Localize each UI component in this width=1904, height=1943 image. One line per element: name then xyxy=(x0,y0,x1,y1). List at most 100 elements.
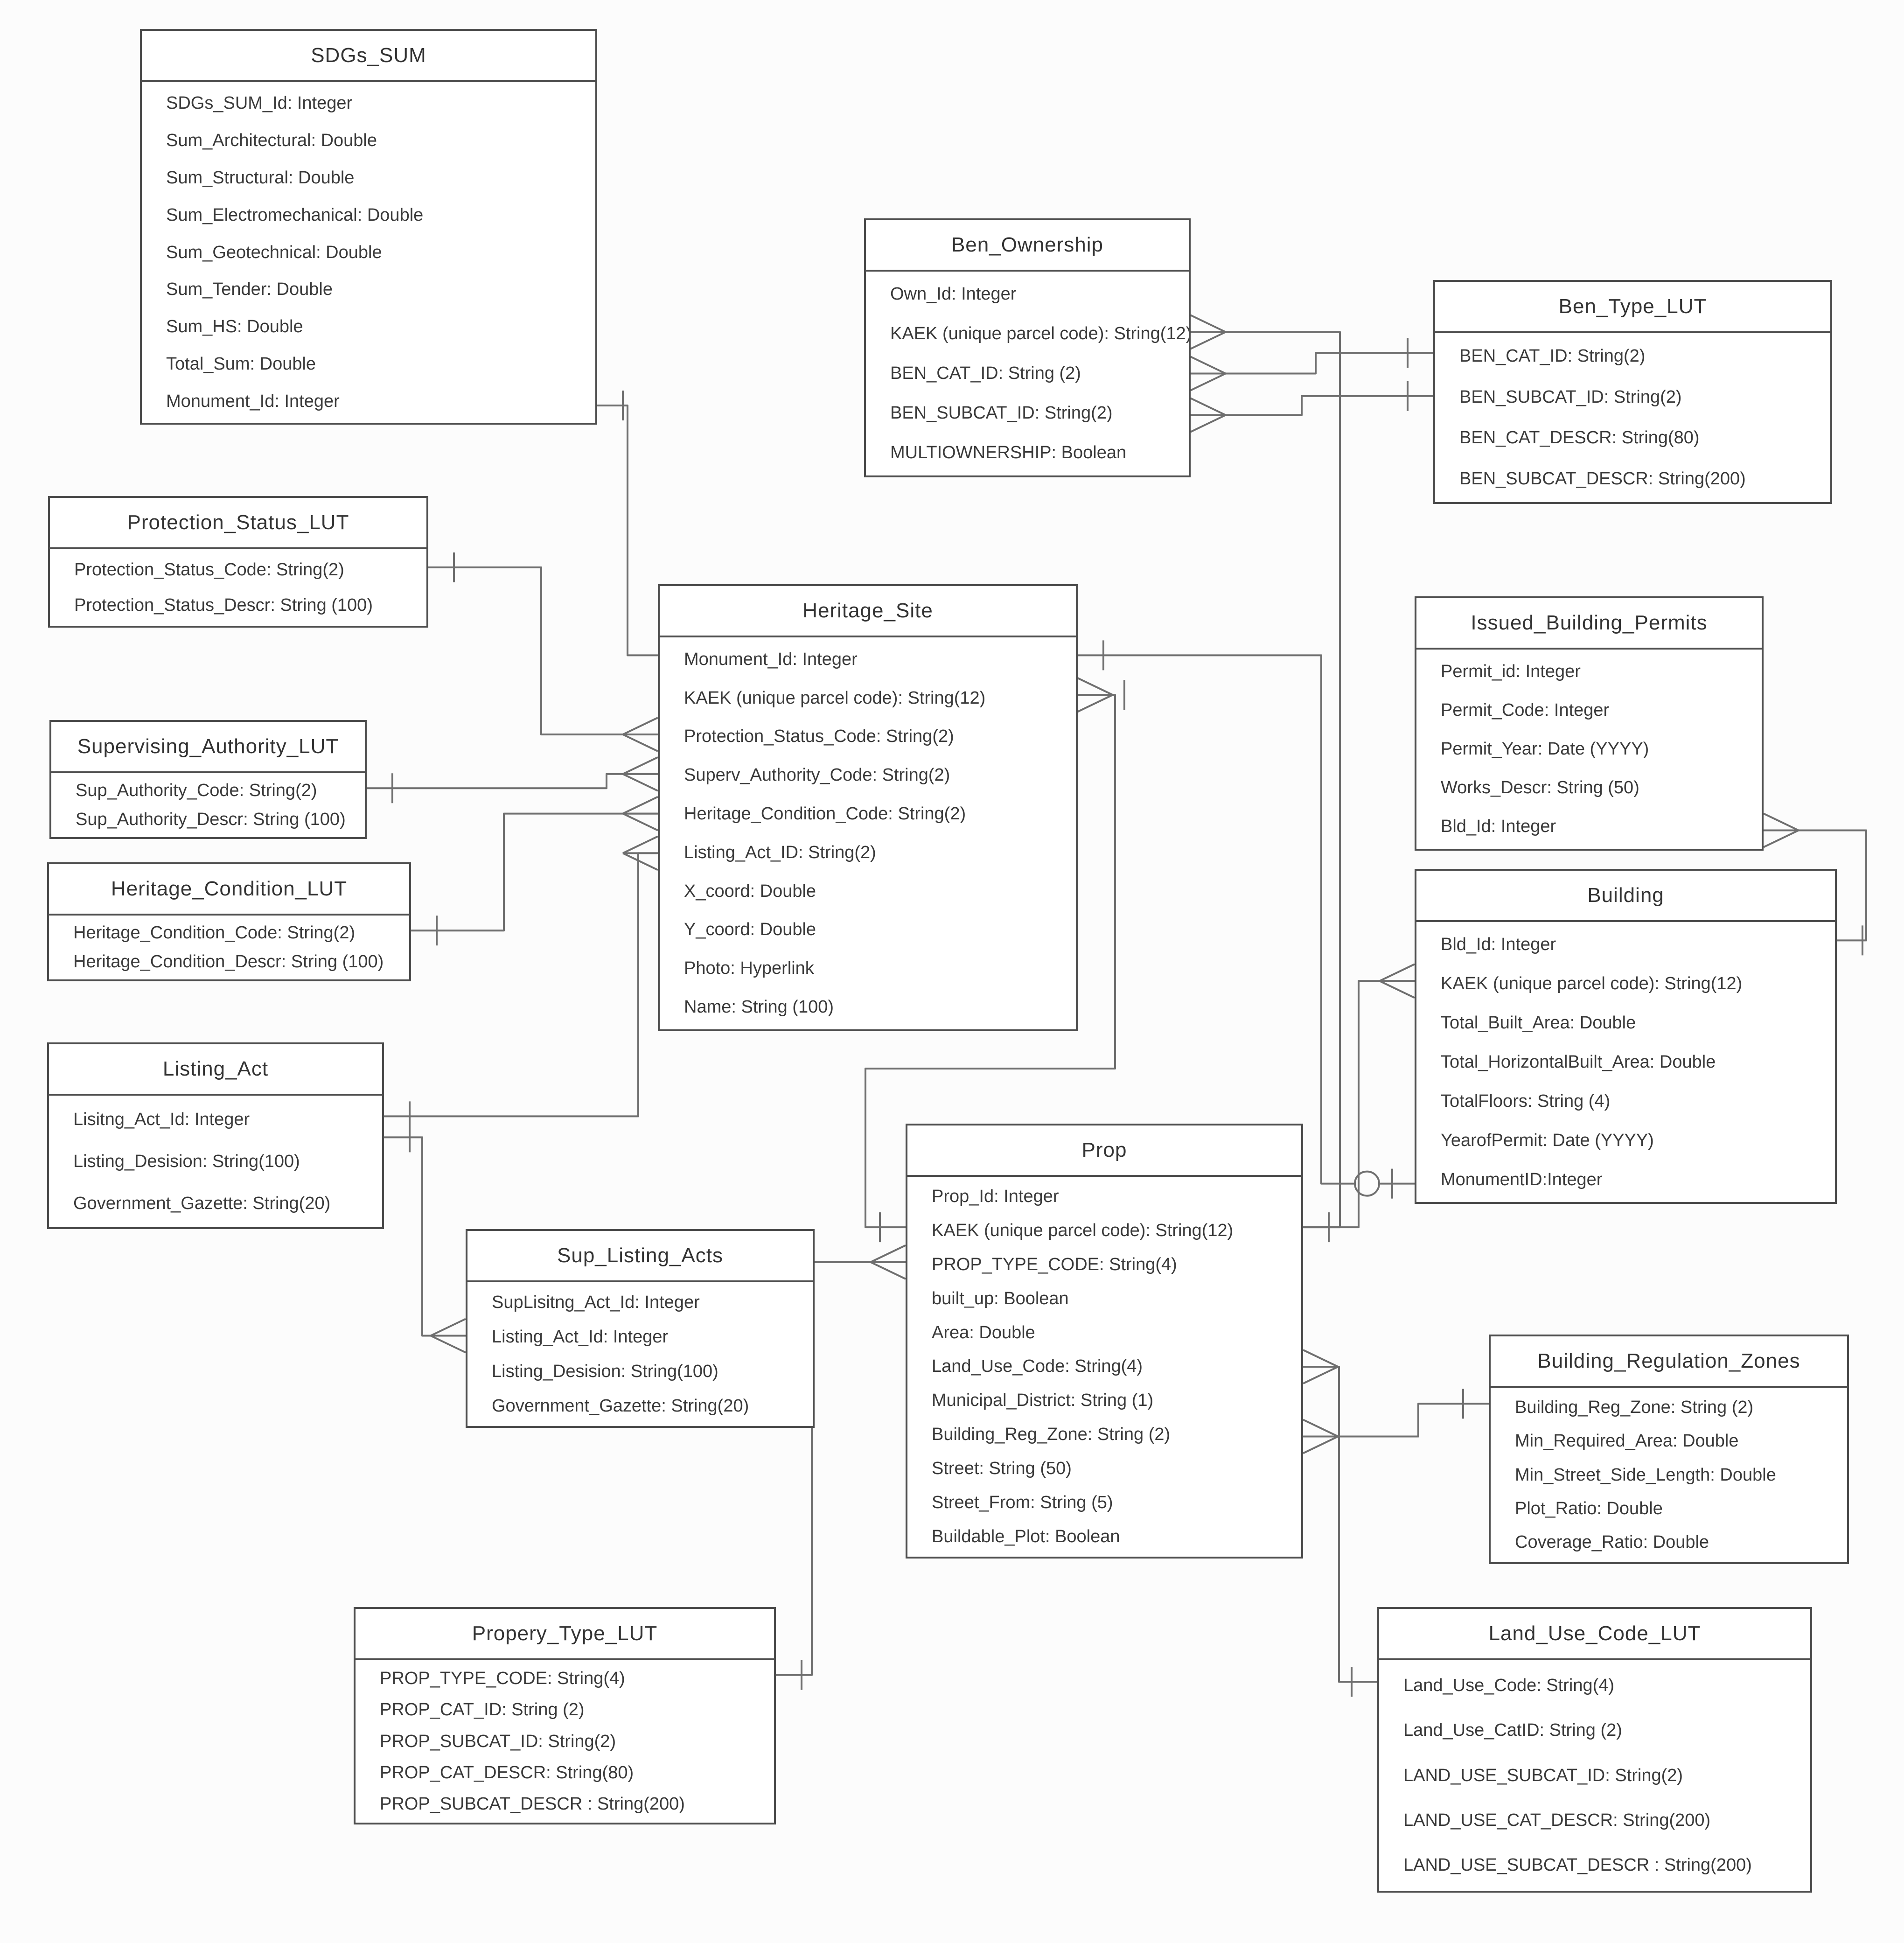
entity-title: Listing_Act xyxy=(49,1044,382,1096)
field-row: Listing_Act_Id: Integer xyxy=(492,1327,669,1347)
field-row: PROP_SUBCAT_ID: String(2) xyxy=(380,1731,616,1751)
field-row: Heritage_Condition_Code: String(2) xyxy=(684,804,966,824)
field-row: Bld_Id: Integer xyxy=(1441,817,1556,836)
entity-title: Ben_Type_LUT xyxy=(1435,282,1830,333)
field-row: Protection_Status_Code: String(2) xyxy=(74,559,344,580)
connector-heritage-monument-to-building-monument xyxy=(1078,640,1415,1199)
field-row: Own_Id: Integer xyxy=(890,284,1017,304)
field-row: Building_Reg_Zone: String (2) xyxy=(932,1425,1171,1445)
field-row: Total_Sum: Double xyxy=(166,354,316,374)
connector-protection-status-to-heritage xyxy=(428,552,658,752)
field-row: built_up: Boolean xyxy=(932,1288,1069,1308)
field-row: Permit_Code: Integer xyxy=(1441,700,1610,720)
entity-title: Land_Use_Code_LUT xyxy=(1379,1609,1810,1660)
field-row: TotalFloors: String (4) xyxy=(1441,1091,1611,1111)
field-row: Sup_Authority_Code: String(2) xyxy=(76,780,317,800)
field-row: PROP_CAT_DESCR: String(80) xyxy=(380,1762,634,1782)
field-row: Land_Use_Code: String(4) xyxy=(932,1356,1143,1377)
entity-title: Building_Regulation_Zones xyxy=(1491,1336,1847,1388)
entity-building-regulation-zones: Building_Regulation_Zones Building_Reg_Z… xyxy=(1489,1335,1849,1564)
field-row: LAND_USE_CAT_DESCR: String(200) xyxy=(1403,1810,1711,1830)
entity-title: Prop xyxy=(907,1125,1301,1177)
entity-title: Issued_Building_Permits xyxy=(1416,598,1762,650)
field-row: Listing_Desision: String(100) xyxy=(73,1151,300,1171)
field-row: KAEK (unique parcel code): String(12) xyxy=(1441,973,1743,993)
field-row: Total_Built_Area: Double xyxy=(1441,1013,1636,1033)
connector-permits-to-building xyxy=(1763,812,1867,956)
entity-issued-building-permits: Issued_Building_Permits Permit_id: Integ… xyxy=(1415,596,1764,851)
field-row: BEN_CAT_DESCR: String(80) xyxy=(1459,428,1700,448)
field-row: Monument_Id: Integer xyxy=(684,649,858,669)
field-row: Monument_Id: Integer xyxy=(166,391,340,411)
field-row: BEN_SUBCAT_DESCR: String(200) xyxy=(1459,468,1746,489)
field-row: Plot_Ratio: Double xyxy=(1515,1498,1663,1518)
connector-prop-regzone-to-building-regulation-zones xyxy=(1303,1389,1489,1454)
field-row: BEN_SUBCAT_ID: String(2) xyxy=(1459,387,1682,407)
connector-ben-ownership-subcat-to-ben-type xyxy=(1190,381,1433,433)
connector-prop-type-to-propery-type-lut xyxy=(776,1244,906,1690)
entity-title: Supervising_Authority_LUT xyxy=(51,722,365,773)
field-row: Street: String (50) xyxy=(932,1459,1072,1479)
field-row: LAND_USE_SUBCAT_DESCR : String(200) xyxy=(1403,1855,1752,1875)
entity-land-use-code-lut: Land_Use_Code_LUT Land_Use_Code: String(… xyxy=(1377,1607,1812,1893)
field-row: SDGs_SUM_Id: Integer xyxy=(166,93,353,113)
field-row: Superv_Authority_Code: String(2) xyxy=(684,765,950,785)
entity-fields: BEN_CAT_ID: String(2) BEN_SUBCAT_ID: Stri… xyxy=(1435,333,1830,502)
field-row: Total_HorizontalBuilt_Area: Double xyxy=(1441,1052,1716,1072)
field-row: X_coord: Double xyxy=(684,881,816,901)
entity-title: SDGs_SUM xyxy=(142,31,595,82)
field-row: PROP_TYPE_CODE: String(4) xyxy=(380,1669,625,1689)
field-row: BEN_SUBCAT_ID: String(2) xyxy=(890,403,1113,423)
entity-title: Sup_Listing_Acts xyxy=(467,1231,813,1282)
field-row: Lisitng_Act_Id: Integer xyxy=(73,1109,250,1129)
entity-title: Protection_Status_LUT xyxy=(50,498,426,549)
field-row: Name: String (100) xyxy=(684,997,834,1017)
field-row: Permit_Year: Date (YYYY) xyxy=(1441,739,1649,759)
field-row: BEN_CAT_ID: String (2) xyxy=(890,363,1081,383)
field-row: MULTIOWNERSHIP: Boolean xyxy=(890,443,1127,462)
field-row: Street_From: String (5) xyxy=(932,1493,1113,1513)
entity-protection-status-lut: Protection_Status_LUT Protection_Status_… xyxy=(48,496,428,628)
connector-ben-ownership-cat-to-ben-type xyxy=(1190,338,1433,391)
field-row: LAND_USE_SUBCAT_ID: String(2) xyxy=(1403,1765,1683,1785)
field-row: Listing_Act_ID: String(2) xyxy=(684,842,876,862)
field-row: BEN_CAT_ID: String(2) xyxy=(1459,346,1646,366)
entity-heritage-condition-lut: Heritage_Condition_LUT Heritage_Conditio… xyxy=(47,862,411,981)
field-row: Land_Use_CatID: String (2) xyxy=(1403,1720,1622,1740)
field-row: Sup_Authority_Descr: String (100) xyxy=(76,810,346,830)
field-row: Buildable_Plot: Boolean xyxy=(932,1527,1120,1547)
field-row: Coverage_Ratio: Double xyxy=(1515,1532,1709,1552)
entity-title: Building xyxy=(1416,871,1835,922)
field-row: Government_Gazette: String(20) xyxy=(492,1396,749,1416)
connector-prop-landuse-to-land-use-lut xyxy=(1303,1349,1377,1697)
field-row: Government_Gazette: String(20) xyxy=(73,1193,331,1213)
entity-fields: Building_Reg_Zone: String (2)Min_Require… xyxy=(1491,1388,1847,1562)
field-row: Sum_Structural: Double xyxy=(166,168,355,188)
field-row: PROP_SUBCAT_DESCR : String(200) xyxy=(380,1794,685,1814)
field-row: Photo: Hyperlink xyxy=(684,958,814,978)
field-row: Min_Street_Side_Length: Double xyxy=(1515,1465,1776,1485)
entity-fields: Heritage_Condition_Code: String(2)Herita… xyxy=(49,916,409,979)
entity-sup-listing-acts: Sup_Listing_Acts SupLisitng_Act_Id: Inte… xyxy=(466,1229,815,1428)
entity-fields: Protection_Status_Code: String(2)Protect… xyxy=(50,549,426,626)
field-row: KAEK (unique parcel code): String(12) xyxy=(684,688,986,708)
entity-propery-type-lut: Propery_Type_LUT PROP_TYPE_CODE: String(… xyxy=(354,1607,776,1824)
field-row: Prop_Id: Integer xyxy=(932,1186,1059,1206)
field-row: KAEK (unique parcel code): String(12) xyxy=(932,1220,1234,1240)
entity-title: Heritage_Site xyxy=(660,586,1076,637)
field-row: Sum_HS: Double xyxy=(166,317,303,337)
